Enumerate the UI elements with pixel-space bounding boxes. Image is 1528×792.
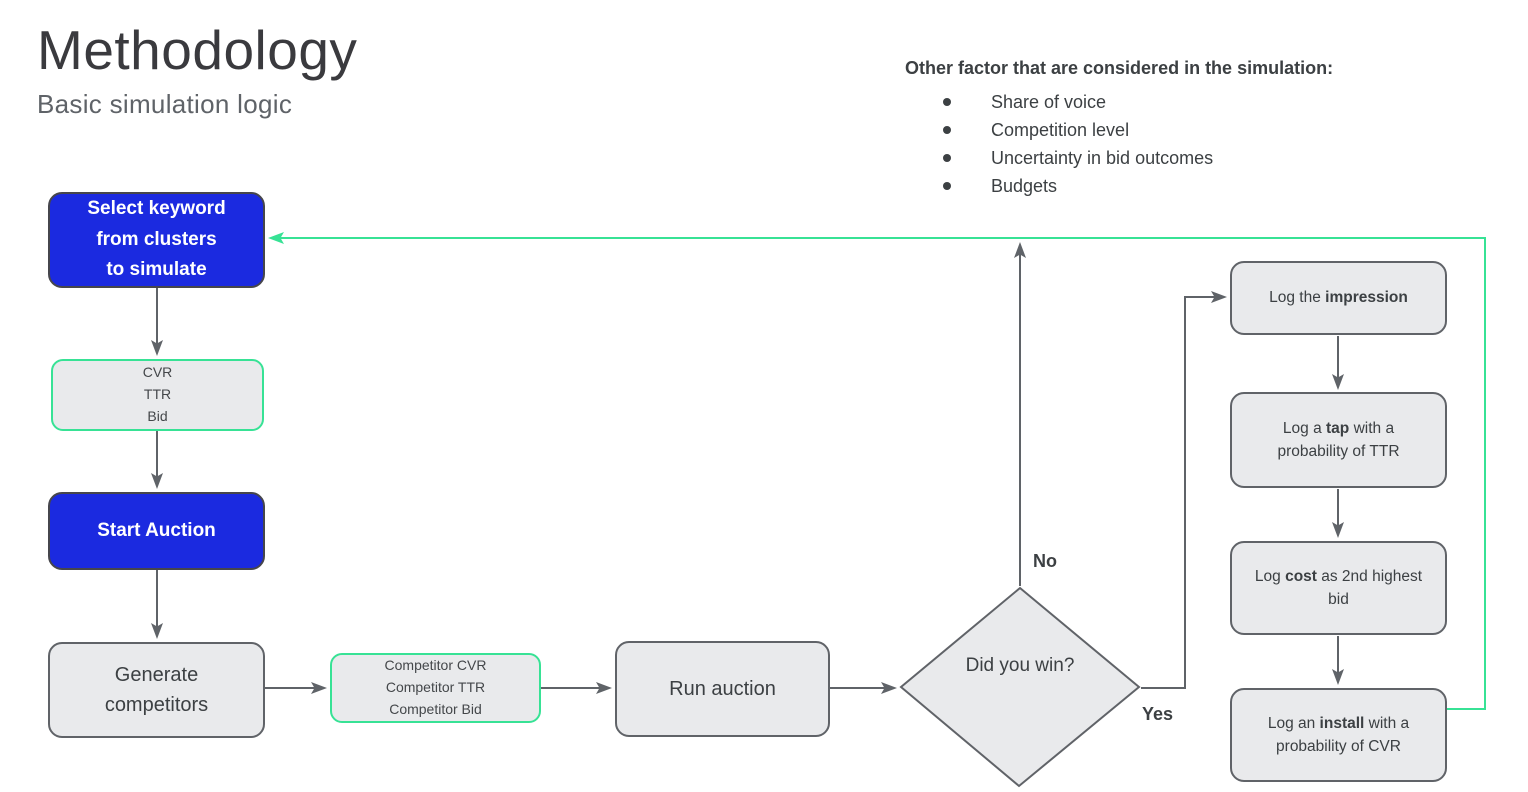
flow-box-log-tap: Log a tap with a probability of TTR (1230, 392, 1447, 488)
flow-box-log-impression: Log the impression (1230, 261, 1447, 335)
branch-label-no: No (1033, 551, 1057, 571)
bullet-icon (943, 154, 951, 162)
simulation-factors-note: Other factor that are considered in the … (905, 58, 1495, 200)
notes-item-label: Share of voice (991, 91, 1107, 112)
page-title: Methodology (37, 19, 358, 81)
flow-box-label: Generate competitors (104, 664, 209, 716)
slide-header: Methodology Basic simulation logic (37, 18, 357, 120)
notes-item-label: Competition level (991, 119, 1130, 140)
flow-box-competitor-params: Competitor CVR Competitor TTR Competitor… (330, 653, 541, 723)
arrow-yes-branch (1141, 291, 1227, 689)
bullet-icon (943, 98, 951, 106)
green-loop-connector (268, 232, 1486, 710)
flow-box-label: Log a tap with a probability of TTR (1277, 419, 1400, 460)
notes-heading: Other factor that are considered in the … (905, 58, 1334, 78)
flow-box-label: Competitor TTR (385, 679, 486, 696)
flow-box-generate-competitors: Generate competitors (48, 642, 265, 738)
flow-box-label: Start Auction (97, 519, 216, 541)
list-item: Competition level (905, 116, 1495, 144)
flow-box-select-keyword: Select keyword from clusters to simulate (48, 192, 265, 288)
flow-box-run-auction: Run auction (615, 641, 830, 737)
bullet-icon (943, 126, 951, 134)
flow-box-label: Log cost as 2nd highest bid (1254, 567, 1423, 608)
branch-label-yes: Yes (1142, 704, 1174, 724)
flow-box-label: Select keyword (87, 198, 226, 220)
flow-box-label: CVR (142, 364, 173, 381)
flow-box-label: to simulate (106, 259, 207, 281)
list-item: Budgets (905, 172, 1495, 200)
page-subtitle: Basic simulation logic (37, 88, 293, 119)
list-item: Share of voice (905, 88, 1495, 116)
flow-box-label: Run auction (669, 678, 776, 700)
flow-box-label: Competitor Bid (389, 700, 482, 717)
bullet-icon (943, 182, 951, 190)
notes-item-label: Budgets (991, 175, 1058, 196)
flow-box-label: from clusters (96, 228, 217, 250)
decision-diamond (899, 586, 1141, 788)
flow-box-log-cost: Log cost as 2nd highest bid (1230, 541, 1447, 635)
flow-box-keyword-params: CVR TTR Bid (51, 359, 264, 431)
list-item: Uncertainty in bid outcomes (905, 144, 1495, 172)
flow-box-label: Competitor CVR (384, 657, 487, 674)
flow-box-label: Log an install with a probability of CVR (1267, 714, 1410, 755)
notes-item-label: Uncertainty in bid outcomes (991, 147, 1214, 168)
flow-box-log-install: Log an install with a probability of CVR (1230, 688, 1447, 782)
notes-list: Share of voice Competition level Uncerta… (905, 88, 1495, 200)
decision-label: Did you win? (965, 655, 1075, 676)
flow-box-label: Log the impression (1269, 289, 1408, 307)
flow-box-label: Bid (147, 407, 168, 424)
flow-box-label: TTR (143, 386, 172, 403)
flow-box-start-auction: Start Auction (48, 492, 265, 570)
